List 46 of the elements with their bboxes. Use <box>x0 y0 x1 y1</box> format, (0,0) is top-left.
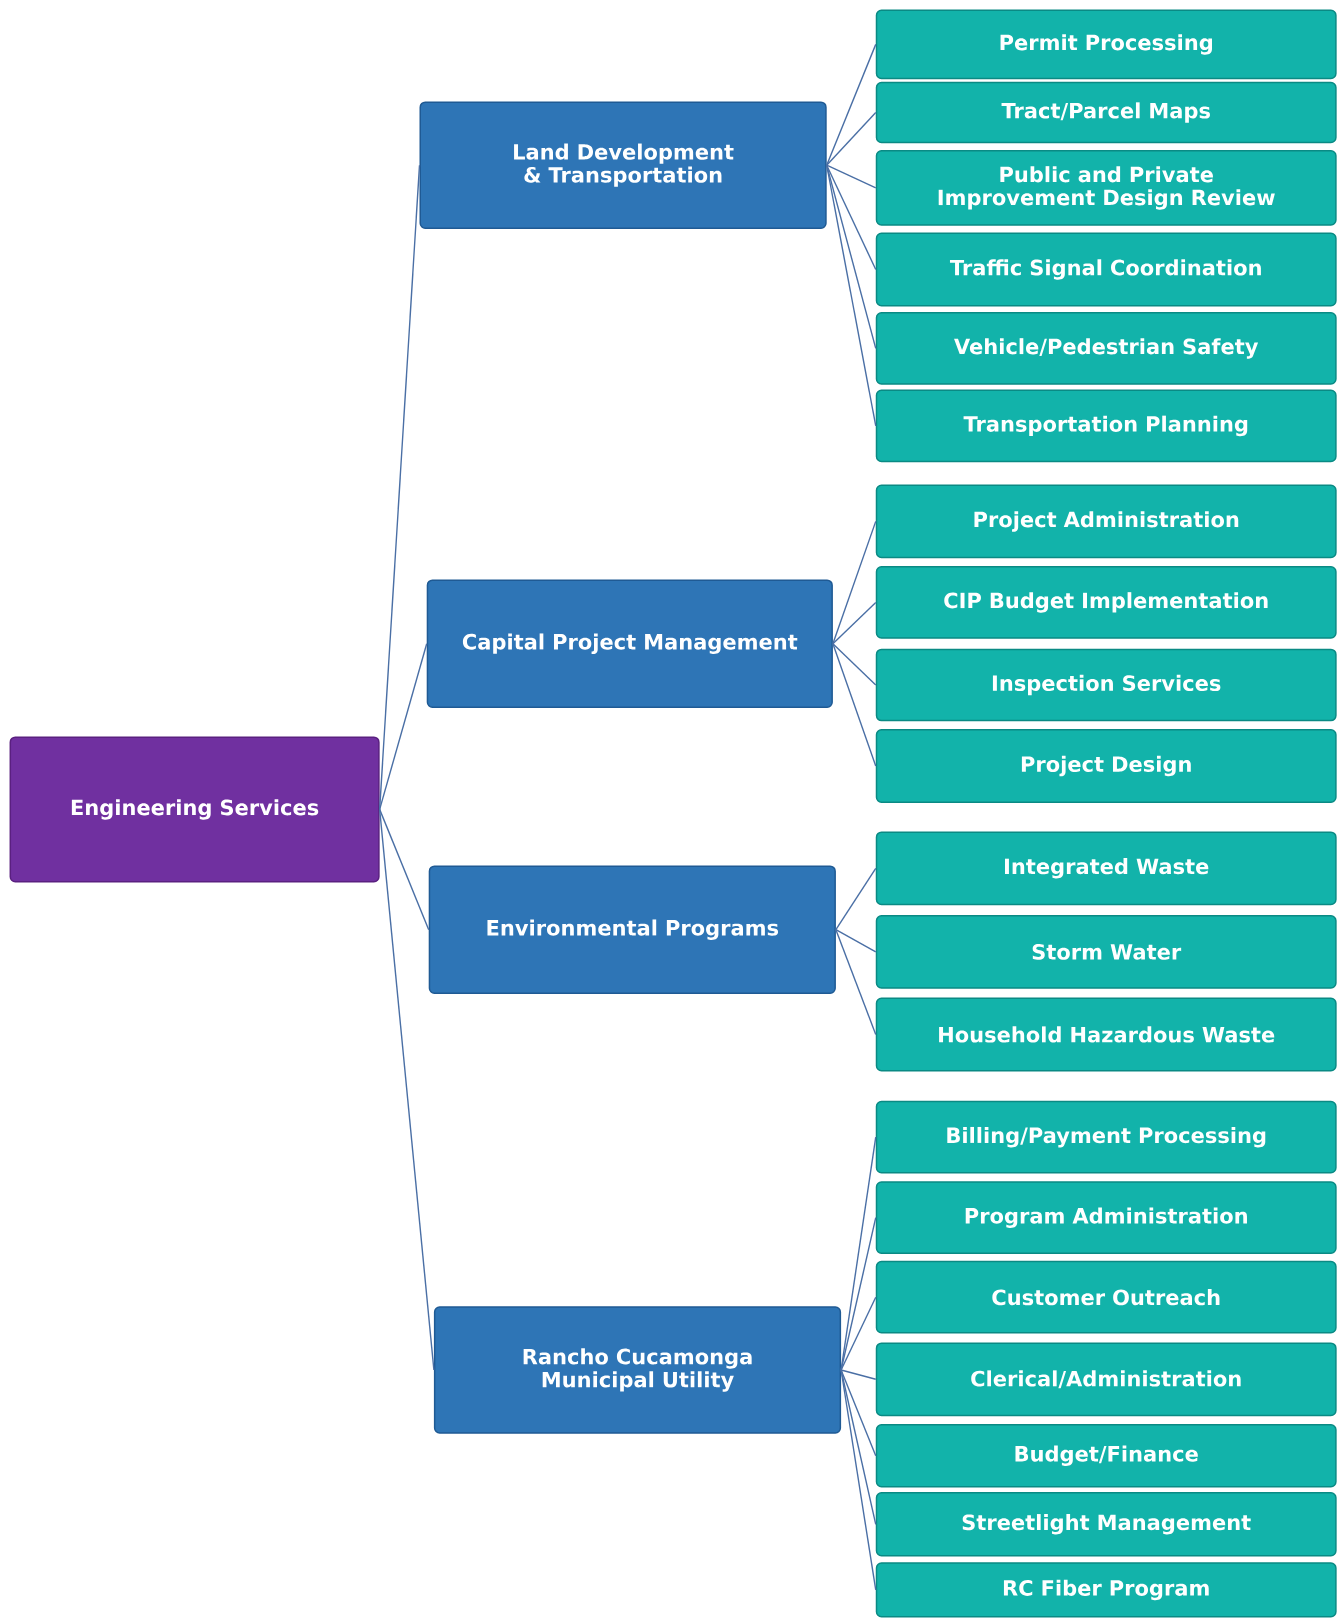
connector-line <box>826 164 877 271</box>
department-box: Environmental Programs <box>428 865 836 994</box>
connector-line <box>840 1296 877 1371</box>
connector-line <box>826 164 877 189</box>
service-box: Storm Water <box>875 915 1337 989</box>
connector-line <box>840 1217 877 1371</box>
service-box: Permit Processing <box>875 9 1337 80</box>
service-box: Vehicle/Pedestrian Safety <box>875 312 1337 385</box>
service-box: Traffic Signal Coordination <box>875 232 1337 307</box>
service-box: RC Fiber Program <box>875 1562 1337 1618</box>
service-box: Public and Private Improvement Design Review <box>875 150 1337 226</box>
connector-line <box>826 164 877 350</box>
connector-line <box>378 808 435 1371</box>
connector-line <box>832 643 877 767</box>
connector-line <box>835 929 877 953</box>
service-box: Inspection Services <box>875 648 1337 722</box>
connector-line <box>826 43 877 166</box>
service-box: Project Administration <box>875 484 1337 559</box>
service-box: Tract/Parcel Maps <box>875 81 1337 144</box>
connector-line <box>840 1369 877 1591</box>
service-box: Household Hazardous Waste <box>875 997 1337 1072</box>
service-box: Budget/Finance <box>875 1424 1337 1488</box>
connector-line <box>826 164 877 427</box>
service-box: Customer Outreach <box>875 1260 1337 1334</box>
service-box: Clerical/Administration <box>875 1342 1337 1417</box>
connector-line <box>832 601 877 645</box>
service-box: Transportation Planning <box>875 389 1337 463</box>
connector-line <box>832 520 877 645</box>
service-box: Project Design <box>875 729 1337 803</box>
department-box: Capital Project Management <box>426 579 833 708</box>
service-box: Program Administration <box>875 1181 1337 1255</box>
service-box: Integrated Waste <box>875 831 1337 906</box>
department-box: Land Development & Transportation <box>419 101 827 229</box>
service-box: Streetlight Management <box>875 1492 1337 1557</box>
connector-line <box>832 643 877 686</box>
connector-line <box>826 111 877 166</box>
connector-line <box>840 1369 877 1380</box>
department-box: Rancho Cucamonga Municipal Utility <box>433 1306 842 1434</box>
connector-line <box>835 867 877 931</box>
connector-line <box>835 929 877 1036</box>
connector-line <box>378 808 430 931</box>
service-box: Billing/Payment Processing <box>875 1100 1337 1174</box>
root-box: Engineering Services <box>9 736 380 883</box>
connector-line <box>378 643 428 811</box>
service-box: CIP Budget Implementation <box>875 566 1337 639</box>
connector-line <box>840 1369 877 1457</box>
